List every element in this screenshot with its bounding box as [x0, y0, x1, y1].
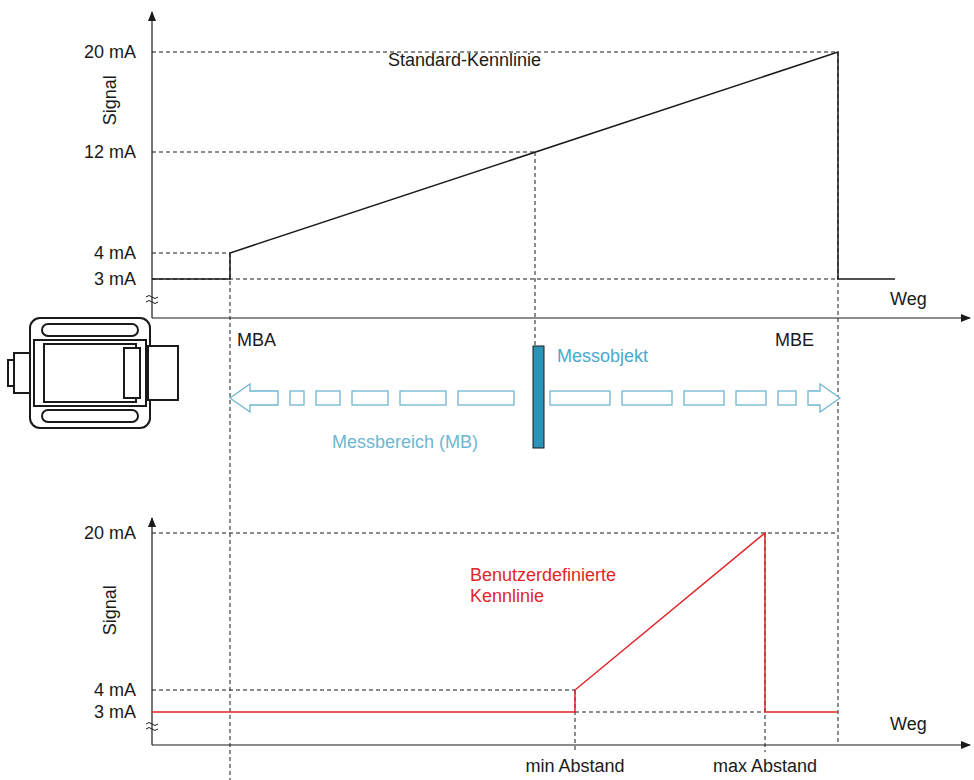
- axis-marker: min Abstand: [525, 756, 624, 777]
- axis-value: 12 mA: [84, 142, 136, 163]
- curve-label: Standard-Kennlinie: [388, 50, 541, 71]
- axis-title: Signal: [100, 75, 121, 125]
- range-start: MBA: [237, 330, 276, 351]
- standard-curve: [152, 52, 895, 279]
- range-label: Messbereich (MB): [332, 432, 478, 453]
- object-label: Messobjekt: [557, 346, 648, 367]
- axis-value: 20 mA: [84, 42, 136, 63]
- measuring-object: [533, 346, 544, 448]
- axis-marker: max Abstand: [713, 756, 817, 777]
- axes: [152, 12, 970, 745]
- axis-title: Weg: [890, 714, 927, 735]
- axis-value: 3 mA: [94, 269, 136, 290]
- guide-lines: [152, 52, 838, 780]
- axis-value: 4 mA: [94, 243, 136, 264]
- sensor-icon: [8, 318, 178, 428]
- axis-value: 20 mA: [84, 523, 136, 544]
- curve-label: Benutzerdefinierte Kennlinie: [470, 565, 640, 606]
- axis-title: Weg: [890, 289, 927, 310]
- range-end: MBE: [775, 330, 814, 351]
- axis-value: 4 mA: [94, 680, 136, 701]
- axis-title: Signal: [100, 585, 121, 635]
- axis-value: 3 mA: [94, 702, 136, 723]
- user-curve: [152, 533, 838, 712]
